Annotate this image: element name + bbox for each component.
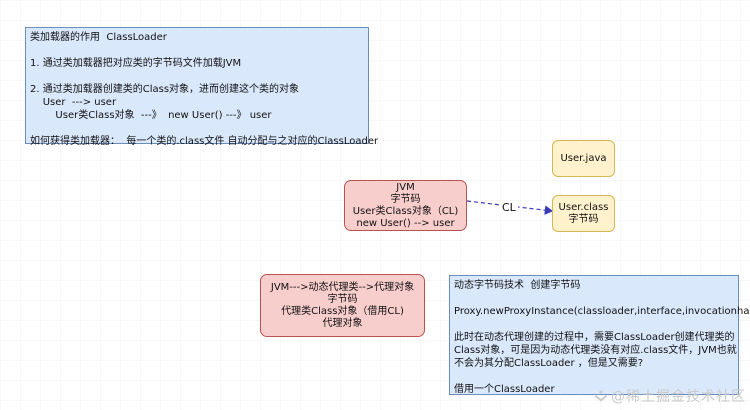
- connector-label: CL: [500, 201, 518, 214]
- note-bottom-line: [454, 370, 734, 383]
- note-top-line: User ---> user: [30, 97, 117, 108]
- note-bottom-line: 动态字节码技术 创建字节码: [454, 280, 581, 291]
- user-class-line: 字节码: [568, 213, 599, 225]
- note-top-line: 如何获得类加载器： 每一个类的.class文件 自动分配与之对应的ClassLo…: [30, 136, 379, 147]
- note-top-line: 1. 通过类加载器把对应类的字节码文件加载JVM: [30, 58, 242, 69]
- jvm-box-line: User类Class对象（CL): [352, 205, 459, 217]
- note-top-line: 2. 通过类加载器创建类的Class对象，进而创建这个类的对象: [30, 84, 300, 95]
- user-java-label: User.java: [560, 152, 607, 164]
- note-bottom-line: Class对象，可是因为动态代理类没有对应.class文件，JVM也就: [454, 345, 737, 356]
- proxy-box-line: 代理类Class对象（借用CL): [281, 305, 404, 317]
- user-class-line: User.class: [558, 201, 609, 213]
- jvm-box-line: JVM: [396, 181, 415, 193]
- proxy-box-line: 字节码: [327, 293, 358, 305]
- note-bottom-line: 借用一个ClassLoader: [454, 384, 555, 395]
- note-bottom-line: [454, 292, 734, 305]
- juejin-logo-icon: [594, 390, 608, 402]
- jvm-box-line: new User() --> user: [356, 217, 455, 229]
- jvm-box-line: 字节码: [390, 193, 421, 205]
- proxy-box[interactable]: JVM--->动态代理类-->代理对象字节码代理类Class对象（借用CL)代理…: [260, 274, 425, 337]
- note-top-line: 类加载器的作用 ClassLoader: [30, 32, 167, 43]
- classloader-note[interactable]: 类加载器的作用 ClassLoader 1. 通过类加载器把对应类的字节码文件加载…: [25, 27, 378, 147]
- note-bottom-line: 不会为其分配ClassLoader ，但是又需要?: [454, 358, 644, 369]
- watermark-text: @稀土掘金技术社区: [611, 389, 746, 405]
- note-top-line: [30, 70, 364, 83]
- dynamic-proxy-note[interactable]: 动态字节码技术 创建字节码 Proxy.newProxyInstance(clas…: [449, 275, 750, 395]
- user-java-box[interactable]: User.java: [552, 140, 615, 177]
- proxy-box-line: JVM--->动态代理类-->代理对象: [270, 281, 415, 293]
- proxy-box-line: 代理对象: [322, 317, 363, 329]
- note-top-line: User类Class对象 ---》 new User() ---》 user: [30, 110, 272, 121]
- note-top-line: [30, 44, 364, 57]
- note-top-line: [30, 122, 364, 135]
- watermark: @稀土掘金技术社区: [593, 386, 746, 406]
- note-bottom-line: Proxy.newProxyInstance(classloader,inter…: [454, 306, 750, 317]
- note-bottom-line: [454, 318, 734, 331]
- note-bottom-line: 此时在动态代理创建的过程中，需要ClassLoader创建代理类的: [454, 332, 735, 343]
